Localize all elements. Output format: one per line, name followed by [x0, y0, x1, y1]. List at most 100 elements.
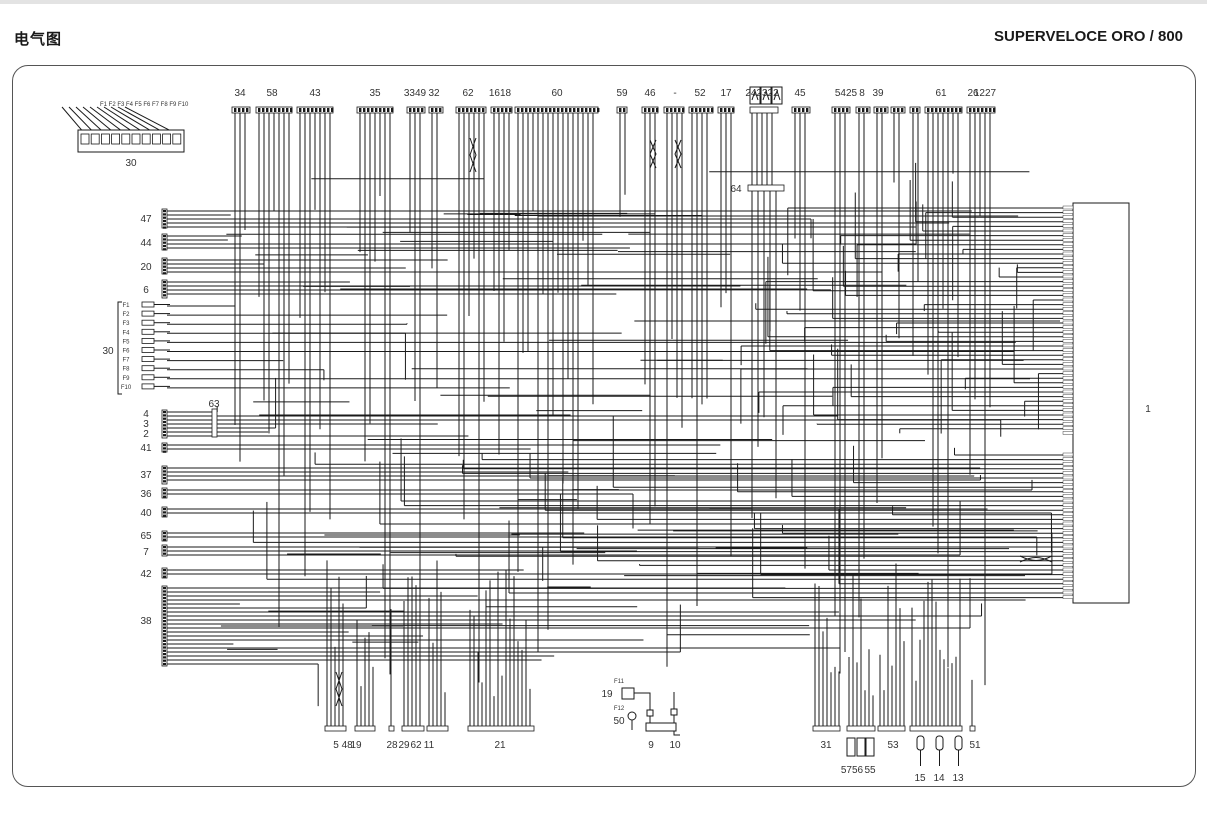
connector-label-top: 26	[967, 88, 979, 99]
pin	[391, 108, 394, 112]
pin	[163, 427, 166, 430]
connector-top	[831, 106, 851, 114]
ecu-pin	[1062, 233, 1074, 237]
pin	[163, 626, 166, 629]
switch-10	[670, 708, 678, 716]
pin	[163, 590, 166, 593]
pin	[678, 108, 681, 112]
ecu-pin	[1062, 431, 1074, 435]
pin	[951, 108, 954, 112]
fuse-label: F3	[122, 321, 130, 327]
ecu-pin	[1062, 508, 1074, 512]
pin	[163, 613, 166, 616]
ecu-pin	[1062, 237, 1074, 242]
ecu-pin	[1062, 399, 1074, 403]
pin	[163, 549, 166, 552]
fuse-label: F10	[121, 385, 132, 391]
ecu-pin	[1062, 521, 1074, 526]
ecu-pin	[1062, 302, 1074, 306]
pin	[163, 546, 166, 549]
ecu-pin	[1062, 256, 1074, 260]
connector-label-side: 38	[140, 616, 152, 627]
label-f12: F12	[614, 706, 625, 712]
pin	[711, 108, 714, 112]
pin	[163, 623, 166, 626]
pin	[367, 108, 370, 112]
pin	[458, 108, 461, 112]
ecu-pin	[1062, 475, 1074, 480]
ecu-pin	[1062, 498, 1074, 503]
sensor	[916, 735, 925, 751]
fuse	[141, 310, 155, 317]
pin	[670, 108, 673, 112]
model-title: SUPERVELOCE ORO / 800	[994, 28, 1183, 45]
connector-bottom	[969, 725, 976, 732]
pin	[521, 108, 524, 112]
pin	[163, 639, 166, 642]
connector-label-side: 20	[140, 262, 152, 273]
fuse	[141, 347, 155, 353]
ecu-pin	[1062, 417, 1074, 421]
connector-label-side: 41	[140, 443, 152, 454]
pin	[290, 108, 293, 112]
fuse-box-label: 30	[125, 158, 137, 169]
pin	[517, 108, 520, 112]
pin	[163, 616, 166, 619]
bracket	[117, 301, 122, 395]
pin	[163, 287, 166, 290]
connector-label-bottom: 28	[386, 740, 398, 751]
pin	[893, 108, 896, 112]
pin	[163, 411, 166, 414]
pin	[163, 572, 166, 575]
pin	[846, 108, 849, 112]
fuse	[141, 133, 151, 145]
twisted-pair	[649, 139, 657, 169]
pin	[163, 587, 166, 590]
pin	[163, 649, 166, 652]
connector-label-top: 45	[794, 88, 806, 99]
ecu-pin	[1062, 503, 1074, 507]
pin	[163, 662, 166, 666]
pin	[163, 508, 166, 511]
ecu-pin	[1062, 219, 1074, 224]
ecu-pin	[1062, 343, 1074, 348]
label-19: 19	[601, 689, 613, 700]
pin	[307, 108, 310, 112]
ecu-pin	[1062, 489, 1074, 493]
ecu-pin	[1062, 251, 1074, 256]
ecu-pin	[1062, 563, 1074, 567]
pin	[278, 108, 281, 112]
pin	[163, 216, 166, 219]
pin	[163, 417, 166, 420]
pin	[163, 492, 166, 495]
component-box	[645, 722, 677, 732]
pin	[163, 600, 166, 603]
pin	[724, 108, 727, 112]
ecu-pin	[1062, 274, 1074, 279]
ecu-pin	[1062, 224, 1074, 228]
pin	[474, 108, 477, 112]
pin	[163, 268, 166, 272]
pin	[439, 108, 442, 112]
ecu-pin	[1062, 422, 1074, 426]
connector-bottom	[877, 725, 906, 732]
ecu-pin	[1062, 452, 1074, 457]
fuse	[141, 356, 155, 363]
connector-label-side: 44	[140, 238, 152, 249]
pin	[947, 108, 950, 112]
fuse	[141, 337, 155, 344]
connector-top	[791, 106, 811, 114]
connector-label-bottom: 5756	[841, 765, 864, 776]
pin	[656, 108, 659, 112]
pin	[163, 653, 166, 656]
pin	[674, 108, 677, 112]
pin	[163, 473, 166, 476]
ecu-pin	[1062, 330, 1074, 334]
connector-label-bottom: 13	[952, 773, 964, 784]
connector-label-top: 17	[720, 88, 732, 99]
ecu-block	[1072, 202, 1130, 604]
ecu-pin	[1062, 293, 1074, 297]
pin	[327, 108, 330, 112]
relay-symbol	[760, 86, 772, 105]
connector-label-top: 62	[462, 88, 474, 99]
